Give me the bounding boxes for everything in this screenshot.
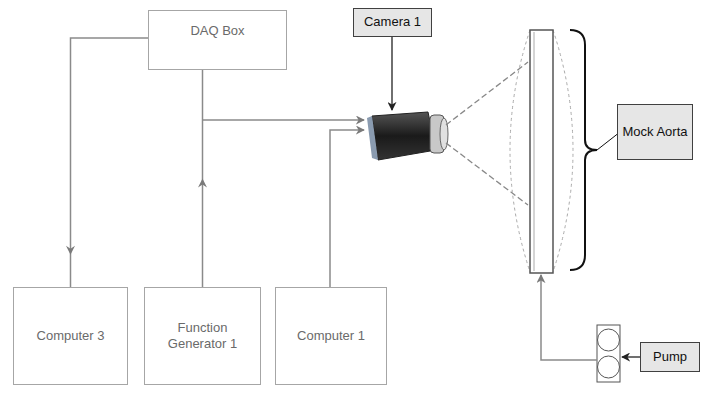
node-label: Camera 1 [360, 14, 425, 30]
flow-line [541, 275, 597, 360]
node-label: Computer 1 [293, 328, 369, 344]
bracket [570, 30, 597, 270]
node-label: DAQ Box [186, 23, 248, 39]
callout-label: Mock Aorta [617, 104, 693, 160]
aorta-bulge [510, 30, 573, 272]
computer-box: Computer 3 [13, 287, 128, 385]
connector [66, 38, 148, 287]
leader-arrow [391, 37, 392, 110]
node-label: Computer 3 [33, 328, 109, 344]
connector [198, 70, 207, 287]
node-label: Function Generator 1 [145, 320, 260, 353]
generator-box: Function Generator 1 [144, 287, 261, 385]
node-label: Pump [649, 349, 691, 365]
pump-symbol [597, 325, 620, 382]
aorta-tube [530, 30, 553, 273]
computer-box: Computer 1 [275, 287, 387, 385]
camera-icon [367, 112, 448, 160]
signal-wire [203, 119, 364, 121]
signal-wire [330, 130, 364, 287]
device-box: DAQ Box [148, 10, 287, 70]
callout-label: Camera 1 [353, 8, 432, 37]
callout-label: Pump [640, 342, 700, 372]
leader-arrow [622, 356, 640, 357]
node-label: Mock Aorta [618, 124, 691, 140]
